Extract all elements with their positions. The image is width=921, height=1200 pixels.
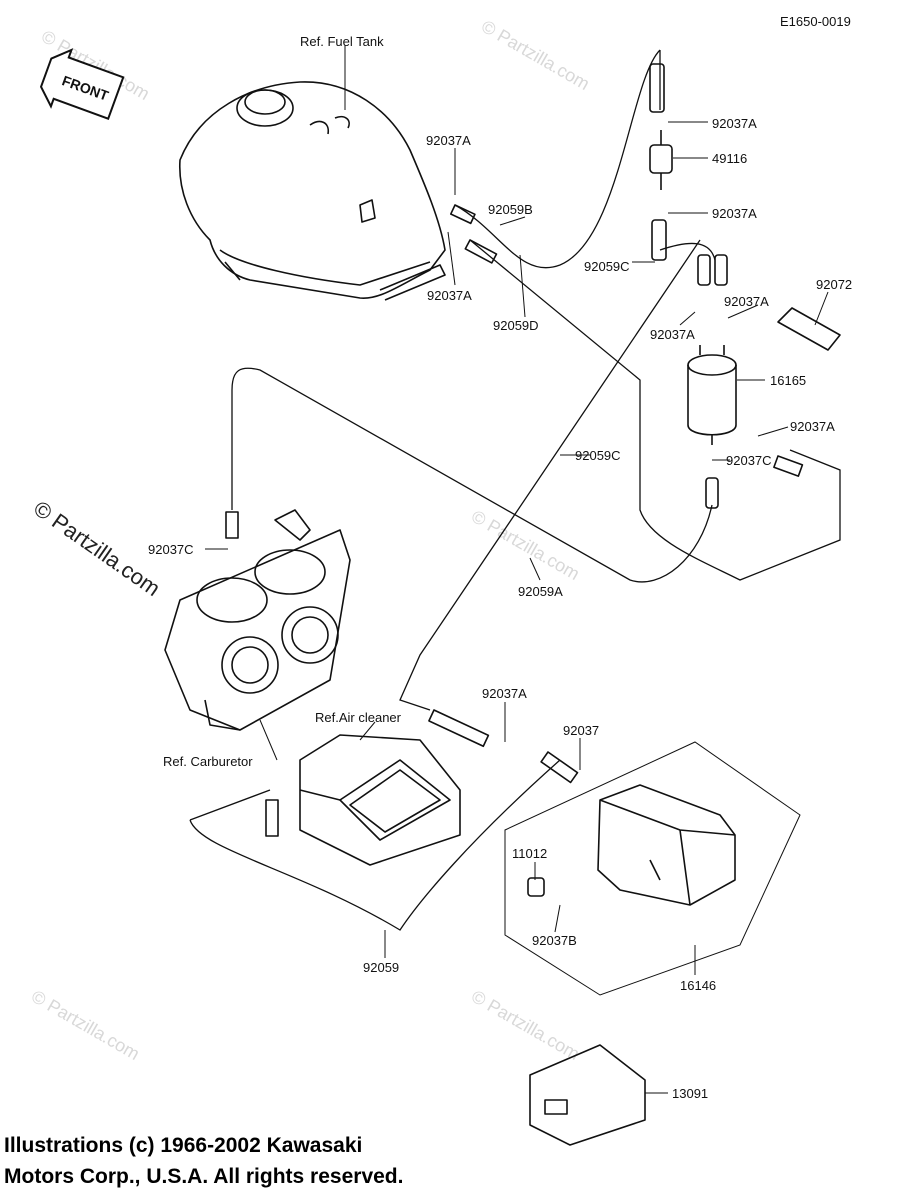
watermark: © Partzilla.com bbox=[29, 496, 165, 602]
part-label-92037A: 92037A bbox=[650, 327, 695, 342]
part-label-11012: 11012 bbox=[512, 846, 547, 861]
part-label-92037A: 92037A bbox=[482, 686, 527, 701]
watermarks: © Partzilla.com © Partzilla.com © Partzi… bbox=[28, 16, 593, 1064]
part-label-16165: 16165 bbox=[770, 373, 806, 388]
fuel-filter-illustration bbox=[687, 345, 737, 445]
part-label-92072: 92072 bbox=[816, 277, 852, 292]
part-label-16146: 16146 bbox=[680, 978, 716, 993]
part-label-92037A: 92037A bbox=[427, 288, 472, 303]
part-label-92037A: 92037A bbox=[426, 133, 471, 148]
ref-carburetor-label: Ref. Carburetor bbox=[163, 754, 253, 769]
diagram-code: E1650-0019 bbox=[780, 14, 851, 29]
ref-air-cleaner-label: Ref.Air cleaner bbox=[315, 710, 402, 725]
part-label-92059B: 92059B bbox=[488, 202, 533, 217]
watermark: © Partzilla.com bbox=[28, 986, 143, 1064]
part-label-92037A: 92037A bbox=[712, 116, 757, 131]
canister-illustration bbox=[597, 784, 736, 906]
part-label-92059: 92059 bbox=[363, 960, 399, 975]
watermark: © Partzilla.com bbox=[478, 16, 593, 94]
part-label-92059D: 92059D bbox=[493, 318, 539, 333]
carburetor-illustration bbox=[164, 509, 351, 731]
copyright-notice: Illustrations (c) 1966-2002 Kawasaki Mot… bbox=[4, 1130, 604, 1192]
part-label-92059C: 92059C bbox=[584, 259, 630, 274]
part-label-13091: 13091 bbox=[672, 1086, 708, 1101]
hoses bbox=[189, 49, 841, 931]
part-label-92037A: 92037A bbox=[724, 294, 769, 309]
part-label-92059C: 92059C bbox=[575, 448, 621, 463]
copyright-line-2: Motors Corp., U.S.A. All rights reserved… bbox=[4, 1165, 404, 1188]
front-arrow-badge: FRONT bbox=[39, 48, 125, 120]
part-label-92059A: 92059A bbox=[518, 584, 563, 599]
part-label-49116: 49116 bbox=[712, 151, 747, 166]
part-label-92037B: 92037B bbox=[532, 933, 577, 948]
fuel-tank-illustration bbox=[179, 81, 446, 301]
watermark: © Partzilla.com bbox=[468, 506, 583, 584]
ref-fuel-tank-label: Ref. Fuel Tank bbox=[300, 34, 384, 49]
air-cleaner-illustration bbox=[299, 734, 461, 866]
part-label-92037: 92037 bbox=[563, 723, 599, 738]
valve-illustration bbox=[649, 130, 673, 190]
gasket-illustration bbox=[777, 307, 841, 351]
watermark: © Partzilla.com bbox=[468, 986, 583, 1064]
canister-group-outline bbox=[504, 741, 801, 996]
part-label-92037A: 92037A bbox=[790, 419, 835, 434]
copyright-line-1: Illustrations (c) 1966-2002 Kawasaki bbox=[4, 1134, 363, 1157]
cap-illustration bbox=[529, 1044, 646, 1146]
part-label-92037A: 92037A bbox=[712, 206, 757, 221]
part-label-92037C: 92037C bbox=[148, 542, 194, 557]
part-label-92037C: 92037C bbox=[726, 453, 772, 468]
leader-lines bbox=[205, 45, 829, 1094]
